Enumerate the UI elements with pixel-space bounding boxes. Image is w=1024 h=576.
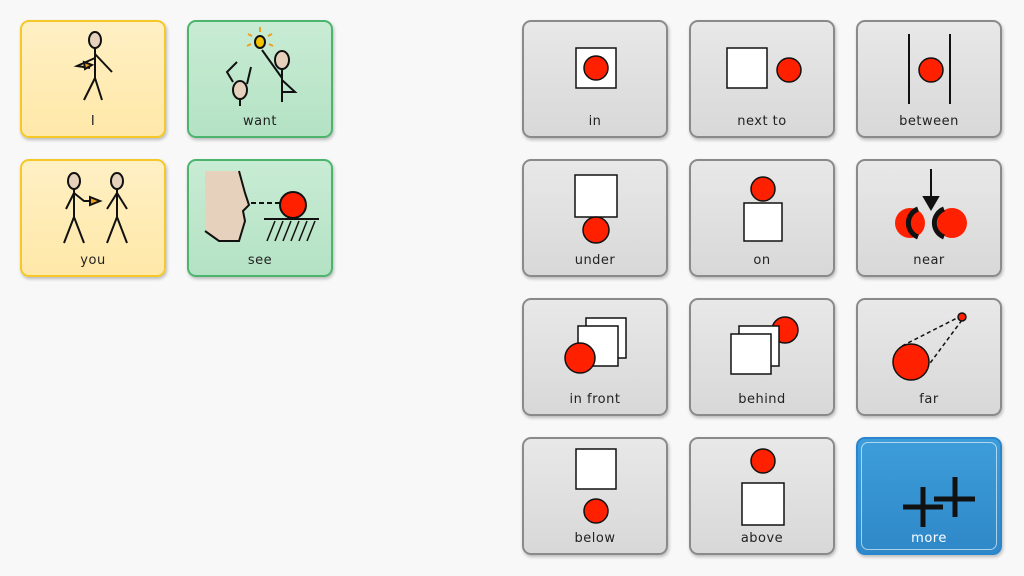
between-icon	[908, 34, 951, 104]
tile-label: more	[911, 531, 947, 546]
people-reaching-icon	[225, 27, 298, 106]
below-icon	[575, 448, 617, 524]
tile-label: behind	[738, 392, 786, 407]
next-to-icon	[726, 47, 802, 89]
above-icon	[741, 448, 785, 526]
tile-under[interactable]: under	[522, 159, 668, 277]
tile-label: in	[588, 114, 602, 129]
tile-above[interactable]: above	[689, 437, 835, 555]
tile-label: between	[899, 114, 959, 129]
tile-you[interactable]: you	[20, 159, 166, 277]
tile-label: under	[574, 253, 616, 268]
tile-below[interactable]: below	[522, 437, 668, 555]
tile-i[interactable]: I	[20, 20, 166, 138]
tile-want[interactable]: want	[187, 20, 333, 138]
under-icon	[574, 174, 618, 244]
tile-more[interactable]: more	[856, 437, 1002, 555]
more-icon	[903, 477, 975, 527]
face-looking-at-ball-icon	[204, 170, 319, 242]
tile-label: in front	[569, 392, 621, 407]
tile-see[interactable]: see	[187, 159, 333, 277]
tile-label: far	[919, 392, 939, 407]
person-pointing-self-icon	[73, 31, 113, 101]
tile-next-to[interactable]: next to	[689, 20, 835, 138]
near-icon	[895, 169, 967, 240]
on-icon	[743, 176, 783, 242]
tile-label: near	[913, 253, 945, 268]
tile-label: below	[574, 531, 616, 546]
tile-label: I	[90, 114, 96, 129]
tile-far[interactable]: far	[856, 298, 1002, 416]
tile-in-front[interactable]: in front	[522, 298, 668, 416]
tile-behind[interactable]: behind	[689, 298, 835, 416]
tile-in[interactable]: in	[522, 20, 668, 138]
tile-between[interactable]: between	[856, 20, 1002, 138]
person-pointing-other-icon	[63, 172, 128, 244]
tile-near[interactable]: near	[856, 159, 1002, 277]
tile-label: you	[80, 253, 106, 268]
in-front-icon	[564, 317, 627, 374]
tile-label: next to	[737, 114, 787, 129]
tile-on[interactable]: on	[689, 159, 835, 277]
far-icon	[892, 312, 967, 381]
in-icon	[575, 47, 617, 89]
tile-label: want	[243, 114, 277, 129]
tile-label: above	[740, 531, 784, 546]
behind-icon	[730, 316, 799, 375]
tile-label: see	[247, 253, 273, 268]
tile-label: on	[753, 253, 771, 268]
